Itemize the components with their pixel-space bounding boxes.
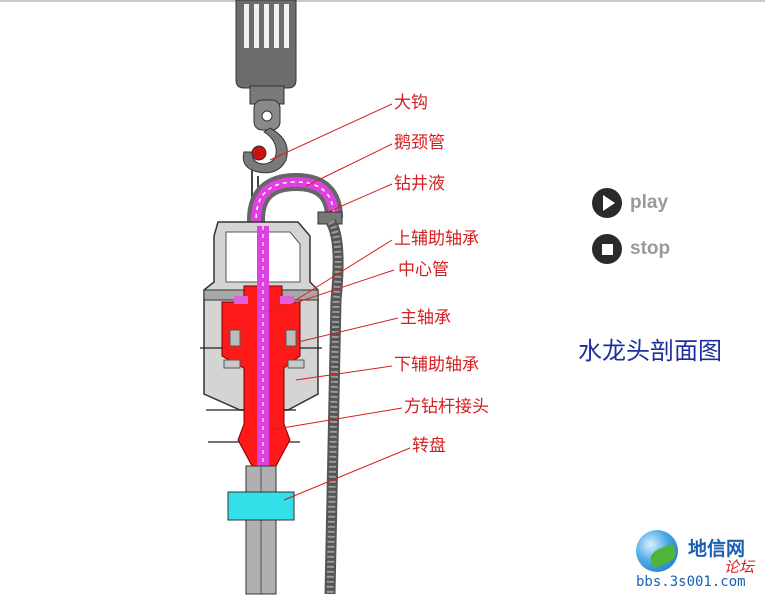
watermark: 地信网 论坛 bbs.3s001.com	[632, 526, 762, 592]
label-drilling-fluid: 钻井液	[394, 174, 445, 194]
hook	[242, 99, 288, 174]
play-label[interactable]: play	[630, 192, 669, 213]
label-hook: 大钩	[394, 93, 428, 113]
stop-button[interactable]: stop	[592, 234, 670, 264]
center-pipe	[257, 226, 269, 466]
leader-lines	[267, 103, 411, 501]
kelly-and-rotary-table	[227, 465, 295, 595]
traveling-block	[235, 0, 297, 105]
watermark-url: bbs.3s001.com	[636, 574, 746, 590]
stop-label[interactable]: stop	[630, 238, 671, 259]
stop-icon[interactable]	[592, 234, 622, 264]
label-upper-aux-bearing: 上辅助轴承	[394, 229, 479, 249]
top-border	[0, 0, 765, 2]
watermark-brand: 地信网	[688, 538, 746, 560]
play-icon[interactable]	[592, 188, 622, 218]
diagram-title: 水龙头剖面图	[578, 337, 722, 365]
label-center-pipe: 中心管	[398, 260, 449, 280]
label-gooseneck: 鹅颈管	[394, 133, 445, 153]
label-rotary-table: 转盘	[412, 436, 446, 456]
watermark-sub: 论坛	[724, 558, 755, 576]
label-main-bearing: 主轴承	[400, 308, 451, 328]
label-kelly-joint: 方钻杆接头	[404, 397, 489, 417]
rotary-hose	[324, 219, 344, 595]
play-button[interactable]: play	[592, 188, 668, 218]
label-lower-aux-bearing: 下辅助轴承	[394, 355, 479, 375]
